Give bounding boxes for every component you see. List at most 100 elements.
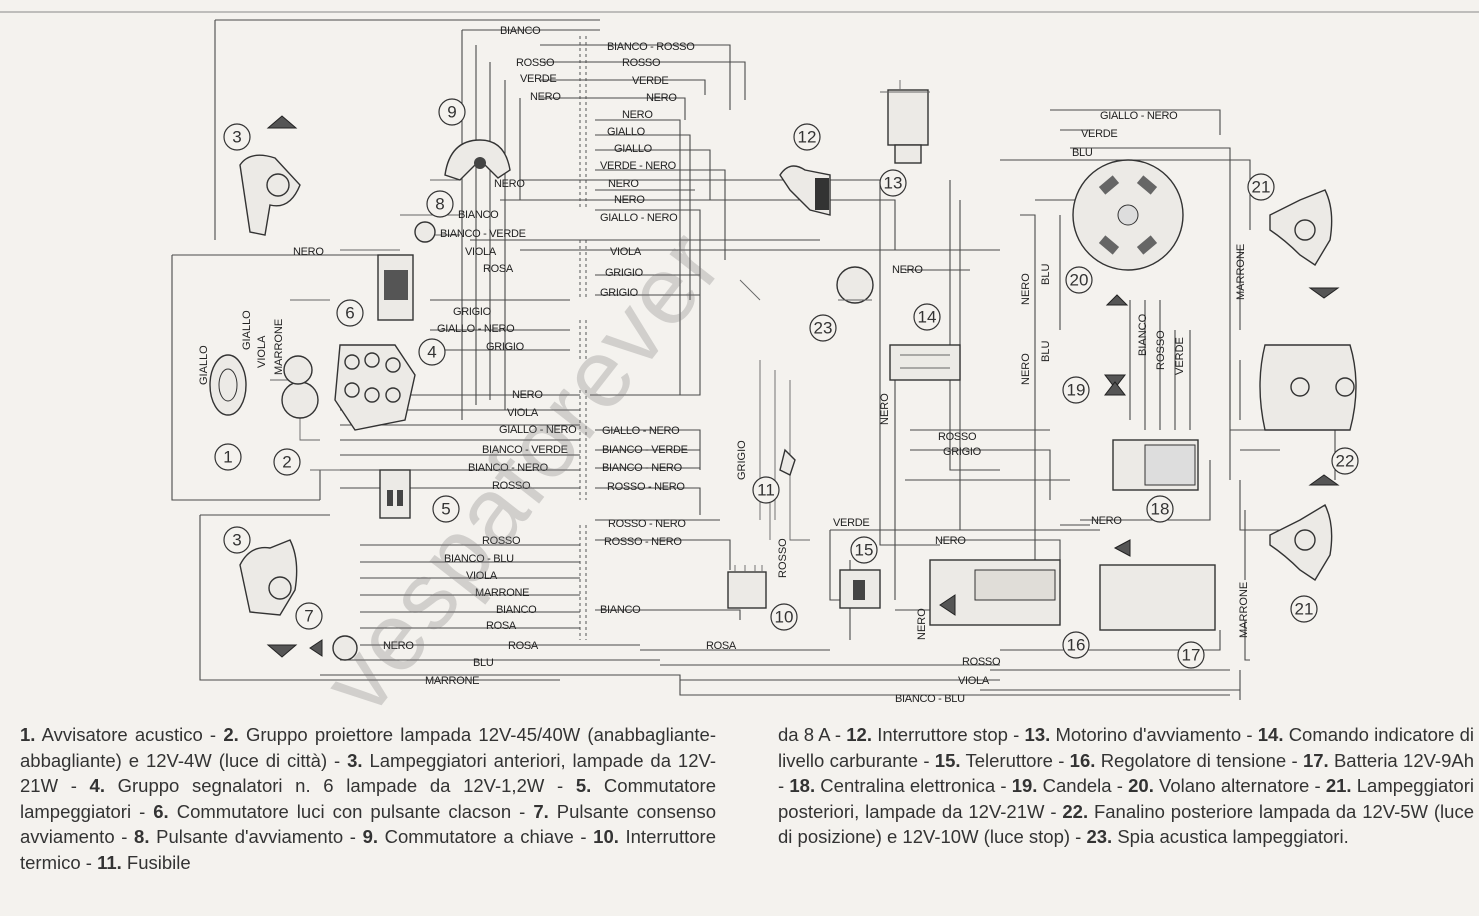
svg-text:NERO: NERO (916, 608, 928, 640)
legend-entry-number: 1. (20, 724, 36, 745)
wire-labels-vertical: GIALLO GIALLO VIOLA MARRONE GRIGIO ROSSO… (198, 244, 1250, 640)
legend-entry-text: Commutatore a chiave - (378, 826, 594, 848)
svg-text:21: 21 (1295, 600, 1314, 619)
svg-text:ROSSO - NERO: ROSSO - NERO (608, 518, 686, 530)
wire-labels: BIANCO ROSSO VERDE NERO BIANCO - ROSSO R… (293, 25, 1178, 705)
svg-text:ROSA: ROSA (483, 263, 514, 275)
legend: 1. Avvisatore acustico - 2. Gruppo proie… (0, 722, 1479, 912)
svg-text:GRIGIO: GRIGIO (943, 446, 982, 458)
component-21-rear-indicator-bottom (1269, 474, 1340, 581)
svg-text:VIOLA: VIOLA (465, 246, 497, 258)
legend-entry: 14. Comando indicatore di livello carbur… (778, 724, 1474, 771)
legend-entry-text: Comando indicatore di livello carburante… (778, 724, 1474, 771)
svg-text:MARRONE: MARRONE (1238, 582, 1250, 638)
svg-text:GRIGIO: GRIGIO (600, 287, 639, 299)
svg-text:BIANCO - ROSSO: BIANCO - ROSSO (607, 41, 695, 53)
callout-18: 18 (1146, 495, 1174, 523)
legend-entry-text: Teleruttore - (960, 749, 1070, 771)
legend-left-column: 1. Avvisatore acustico - 2. Gruppo proie… (20, 722, 716, 876)
svg-text:VERDE - NERO: VERDE - NERO (600, 160, 677, 172)
legend-entry-text: Volano alternatore - (1153, 775, 1326, 797)
component-11-fuse (779, 448, 796, 476)
component-5-indicator-switch (379, 469, 411, 519)
svg-text:VERDE: VERDE (632, 75, 668, 87)
svg-text:13: 13 (884, 174, 903, 193)
legend-entry: 22. Fanalino posteriore lampada da 12V-5… (778, 801, 1474, 848)
svg-text:MARRONE: MARRONE (475, 587, 529, 599)
svg-text:1: 1 (223, 448, 232, 467)
legend-entry: 8. Pulsante d'avviamento - (134, 826, 363, 847)
svg-text:5: 5 (441, 500, 450, 519)
svg-text:GRIGIO: GRIGIO (453, 306, 492, 318)
svg-text:BIANCO: BIANCO (458, 209, 499, 221)
svg-text:22: 22 (1336, 452, 1355, 471)
legend-entry-text: Gruppo segnalatori n. 6 lampade da 12V-1… (104, 775, 576, 797)
legend-entry-number: 22. (1062, 800, 1089, 822)
svg-text:VERDE: VERDE (1081, 128, 1117, 140)
svg-text:18: 18 (1151, 500, 1170, 519)
svg-text:GIALLO - NERO: GIALLO - NERO (437, 323, 515, 335)
legend-entry: 16. Regolatore di tensione - (1070, 750, 1303, 771)
legend-entry: 11. Fusibile (97, 852, 191, 873)
callout-19: 19 (1062, 376, 1090, 404)
svg-text:NERO: NERO (494, 178, 525, 190)
legend-entry-number: 21. (1325, 775, 1352, 797)
component-6-light-switch (377, 254, 414, 321)
svg-text:VERDE: VERDE (1174, 337, 1186, 375)
svg-text:20: 20 (1070, 271, 1089, 290)
svg-text:BIANCO - BLU: BIANCO - BLU (444, 553, 514, 565)
svg-text:NERO: NERO (622, 109, 653, 121)
callout-13: 13 (879, 169, 907, 197)
svg-text:BIANCO: BIANCO (496, 604, 537, 616)
legend-entry-number: 8. (134, 826, 150, 848)
callout-9: 9 (438, 98, 466, 126)
component-8-start-button (414, 221, 436, 243)
callout-10: 10 (770, 603, 798, 631)
svg-text:BIANCO - VERDE: BIANCO - VERDE (602, 444, 688, 456)
svg-text:NERO: NERO (293, 246, 324, 258)
wiring-diagram-svg: 1 2 3 3 4 5 6 7 8 9 10 11 12 13 14 15 16… (0, 11, 1479, 710)
svg-text:2: 2 (282, 453, 291, 472)
callout-23: 23 (809, 314, 837, 342)
svg-text:ROSA: ROSA (508, 640, 539, 652)
svg-text:BLU: BLU (473, 657, 494, 669)
svg-text:ROSSO: ROSSO (622, 57, 661, 69)
svg-text:GIALLO - NERO: GIALLO - NERO (1100, 110, 1178, 122)
callout-5: 5 (432, 495, 460, 523)
callout-4: 4 (418, 338, 446, 366)
component-19-spark-plug (1103, 294, 1129, 396)
svg-text:VERDE: VERDE (833, 517, 869, 529)
legend-entry-text: Spia acustica lampeggiatori. (1112, 826, 1349, 848)
svg-text:NERO: NERO (892, 264, 923, 276)
svg-text:NERO: NERO (530, 91, 561, 103)
svg-text:BIANCO - NERO: BIANCO - NERO (468, 462, 549, 474)
legend-entry: 5. Commutatore lampeggiatori - (20, 775, 716, 822)
legend-entry: 13. Motorino d'avviamento - (1025, 724, 1258, 745)
legend-entry-number: 2. (223, 724, 239, 745)
svg-text:GIALLO: GIALLO (241, 310, 253, 350)
callout-11: 11 (752, 476, 780, 504)
legend-entry: 3. Lampeggiatori anteriori, lampade da 1… (20, 750, 716, 797)
svg-text:ROSSO: ROSSO (492, 480, 531, 492)
svg-text:VIOLA: VIOLA (256, 335, 268, 368)
callout-17: 17 (1177, 641, 1205, 669)
svg-text:BLU: BLU (1040, 341, 1052, 362)
legend-entry-text: Gruppo proiettore lampada 12V-45/40W (an… (20, 724, 716, 771)
svg-text:9: 9 (447, 103, 456, 122)
callout-3-bottom: 3 (223, 526, 251, 554)
svg-text:ROSSO: ROSSO (962, 656, 1001, 668)
legend-right-column: da 8 A - 12. Interruttore stop - 13. Mot… (778, 722, 1474, 850)
legend-entry: 10. Interruttore termico - (20, 826, 716, 873)
watermark-text: vespaforever (302, 211, 743, 710)
legend-entry-text: Interruttore stop - (871, 724, 1025, 745)
legend-entry: da 8 A - (778, 724, 846, 745)
svg-text:MARRONE: MARRONE (273, 319, 285, 375)
component-16-voltage-regulator (929, 559, 1061, 626)
svg-text:ROSA: ROSA (706, 640, 737, 652)
legend-entry: 9. Commutatore a chiave - (363, 826, 594, 847)
svg-text:NERO: NERO (383, 640, 414, 652)
wiring-diagram: 1 2 3 3 4 5 6 7 8 9 10 11 12 13 14 15 16… (0, 11, 1479, 710)
legend-entry-number: 5. (575, 775, 592, 797)
legend-entry: 7. Pulsante consenso avviamento - (20, 801, 716, 848)
legend-entry-number: 9. (362, 826, 379, 848)
